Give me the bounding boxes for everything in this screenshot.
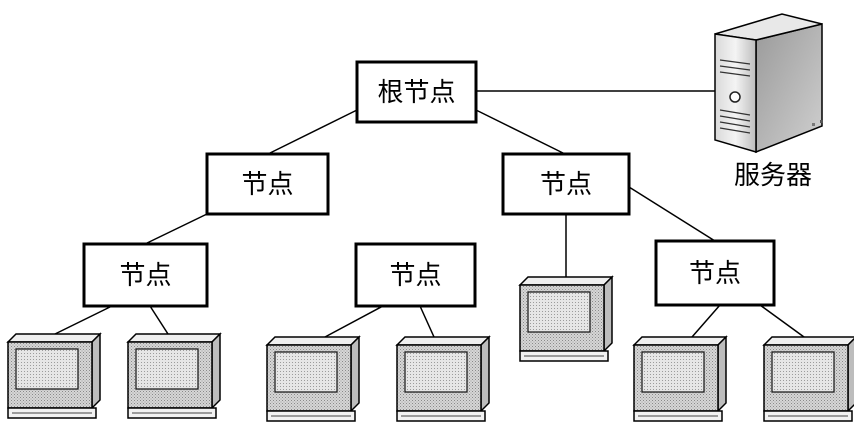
link-nodeB-t4	[419, 305, 435, 338]
node-level2-c: 节点	[654, 239, 776, 307]
link-left-nodeA	[144, 213, 208, 245]
node-level1-left: 节点	[205, 152, 330, 216]
server-icon	[714, 13, 823, 154]
root-node-label: 根节点	[377, 78, 455, 108]
link-nodeC-t7	[759, 304, 805, 338]
node-level2-b: 节点	[354, 242, 477, 308]
link-right-nodeC	[628, 186, 716, 242]
computer-terminal-icon	[6, 332, 102, 419]
connector-lines	[54, 90, 805, 338]
link-nodeA-t1	[54, 305, 113, 335]
terminal-group	[6, 275, 854, 422]
computer-terminal-icon	[632, 335, 728, 422]
link-root-left	[267, 109, 358, 155]
computer-terminal-icon	[395, 335, 491, 422]
link-nodeA-t2	[149, 305, 169, 335]
node-level2-a: 节点	[82, 242, 209, 308]
computer-terminal-icon	[762, 336, 854, 422]
node-level1-right-label: 节点	[540, 170, 592, 200]
node-level1-left-label: 节点	[241, 170, 293, 200]
server-label: 服务器	[734, 161, 812, 191]
computer-terminal-icon	[518, 275, 614, 362]
computer-terminal-icon	[126, 332, 222, 419]
link-root-right	[475, 109, 566, 155]
root-node: 根节点	[355, 60, 478, 124]
node-level2-b-label: 节点	[389, 261, 441, 291]
node-level1-right: 节点	[501, 152, 631, 216]
node-level2-c-label: 节点	[689, 259, 741, 289]
computer-terminal-icon	[265, 335, 361, 422]
link-nodeC-t6	[691, 304, 721, 338]
node-level2-a-label: 节点	[119, 261, 171, 291]
link-nodeB-t3	[324, 305, 384, 338]
